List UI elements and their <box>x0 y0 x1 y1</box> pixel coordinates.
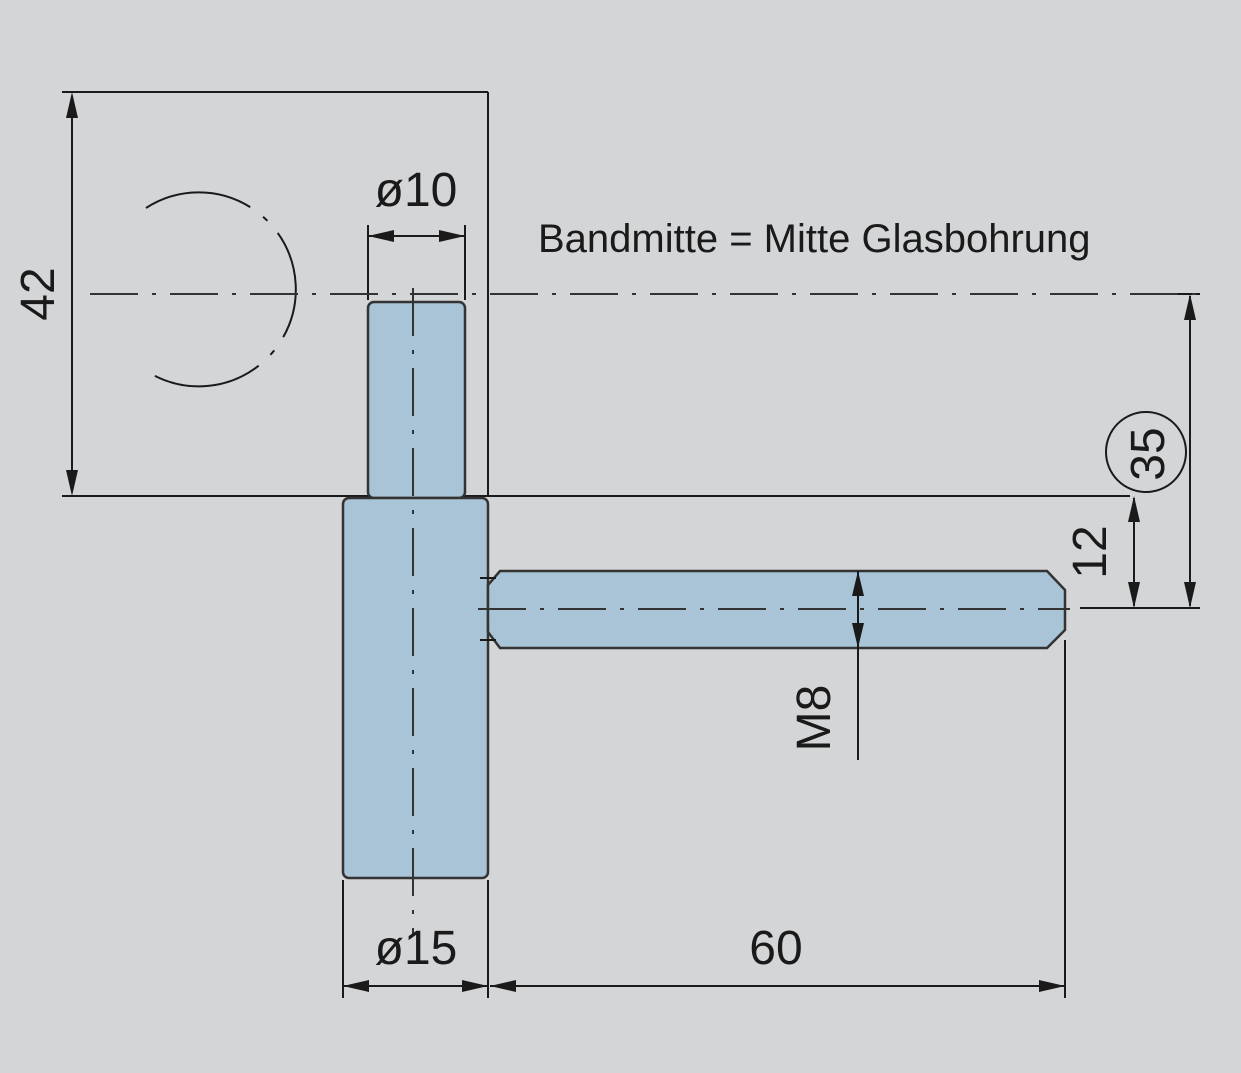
dimension-60: 60 <box>490 922 1065 992</box>
arrowhead <box>1184 294 1196 320</box>
hinge-body <box>341 496 490 880</box>
arrowhead <box>490 980 516 992</box>
dimension-m8-label: M8 <box>788 685 841 752</box>
threaded-shaft <box>486 569 1067 650</box>
arrowhead <box>66 470 78 496</box>
dimension-12-label: 12 <box>1064 525 1117 578</box>
dimension-12: 12 <box>1064 496 1140 608</box>
arrowhead <box>66 92 78 118</box>
arrowhead <box>343 980 369 992</box>
dimension-dia10: ø10 <box>368 164 465 242</box>
hinge-pin <box>366 300 467 500</box>
arrowhead <box>1128 582 1140 608</box>
dimension-dia10-label: ø10 <box>375 164 458 217</box>
glass-bore-arc <box>145 191 297 388</box>
center-lines <box>90 288 1200 935</box>
arrowhead <box>439 230 465 242</box>
centerline-note: Bandmitte = Mitte Glasbohrung <box>538 217 1091 261</box>
arrowhead <box>1184 582 1196 608</box>
arrowhead <box>462 980 488 992</box>
dimension-42: 42 <box>12 92 78 496</box>
arrowhead <box>852 571 864 596</box>
dimension-m8: M8 <box>788 571 864 760</box>
arrowhead <box>1128 496 1140 522</box>
arrowhead <box>852 623 864 648</box>
hinge-part <box>341 300 1067 880</box>
dimension-dia15-label: ø15 <box>375 922 458 975</box>
arrowhead <box>1039 980 1065 992</box>
dimension-42-label: 42 <box>12 267 65 320</box>
dimension-dia15: ø15 <box>343 922 488 992</box>
reference-circle <box>1105 411 1187 493</box>
dimension-35: 35 <box>1105 294 1196 608</box>
extension-lines <box>62 91 1200 998</box>
dimension-60-label: 60 <box>749 922 802 975</box>
arrowhead <box>368 230 394 242</box>
dimension-35-label: 35 <box>1122 427 1175 480</box>
